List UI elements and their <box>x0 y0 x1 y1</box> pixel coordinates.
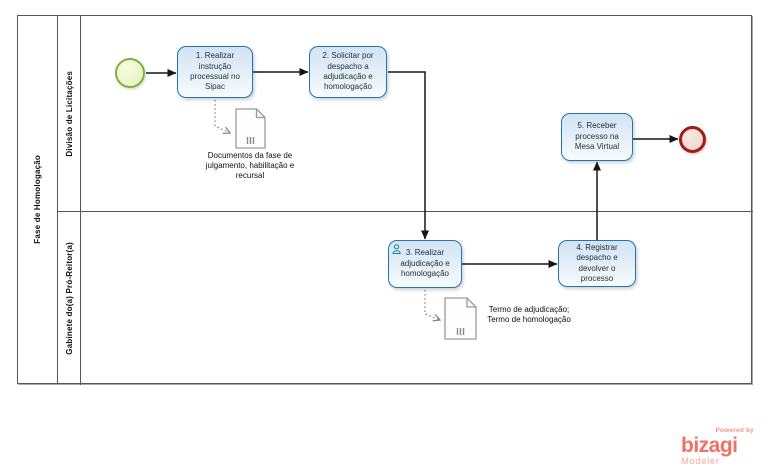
lane-divider <box>58 211 753 212</box>
task-registrar-despacho[interactable]: 4. Registrar despacho e devolver o proce… <box>558 240 636 287</box>
document-1-label: Documentos da fase de julgamento, habili… <box>205 151 295 180</box>
modeler-text: Modeler <box>681 455 720 467</box>
lane-1-title: Divisão de Licitações <box>64 70 74 157</box>
flow-task2-to-task3[interactable] <box>388 71 429 240</box>
lane-2-title: Gabinete do(a) Pró-Reitor(a) <box>64 242 74 355</box>
lane-divisao-de-licitacoes[interactable]: Divisão de Licitações <box>58 16 81 211</box>
bizagi-logo: Powered by bizagi Modeler <box>681 427 757 467</box>
pool-title: Fase de Homologação <box>33 155 42 244</box>
end-event[interactable] <box>679 126 706 153</box>
task-5-label: 5. Receber processo na Mesa Virtual <box>574 121 620 152</box>
task-3-label: 3. Realizar adjudicação e homologação <box>400 248 450 279</box>
bizagi-wordmark: bizagi <box>681 433 738 457</box>
powered-by-text: Powered by <box>715 427 754 434</box>
document-icon-termos[interactable] <box>444 297 477 340</box>
task-1-label: 1. Realizar instrução processual no Sipa… <box>190 51 240 92</box>
task-realizar-instrucao-processual[interactable]: 1. Realizar instrução processual no Sipa… <box>177 46 253 98</box>
document-icon-fase-julgamento[interactable] <box>235 108 266 149</box>
task-2-label: 2. Solicitar por despacho a adjudicação … <box>322 51 374 92</box>
start-event[interactable] <box>115 58 145 88</box>
pool-header[interactable]: Fase de Homologação <box>18 16 58 383</box>
document-2-label: Termo de adjudicação; Termo de homologaç… <box>487 305 571 324</box>
task-solicitar-por-despacho[interactable]: 2. Solicitar por despacho a adjudicação … <box>309 46 387 98</box>
user-task-icon <box>392 244 401 254</box>
task-receber-processo[interactable]: 5. Receber processo na Mesa Virtual <box>561 113 633 161</box>
task-4-label: 4. Registrar despacho e devolver o proce… <box>576 242 618 283</box>
association-task1-to-doc1[interactable] <box>214 100 230 133</box>
lane-gabinete-pro-reitor[interactable]: Gabinete do(a) Pró-Reitor(a) <box>58 211 81 385</box>
task-realizar-adjudicacao[interactable]: 3. Realizar adjudicação e homologação <box>388 240 462 288</box>
